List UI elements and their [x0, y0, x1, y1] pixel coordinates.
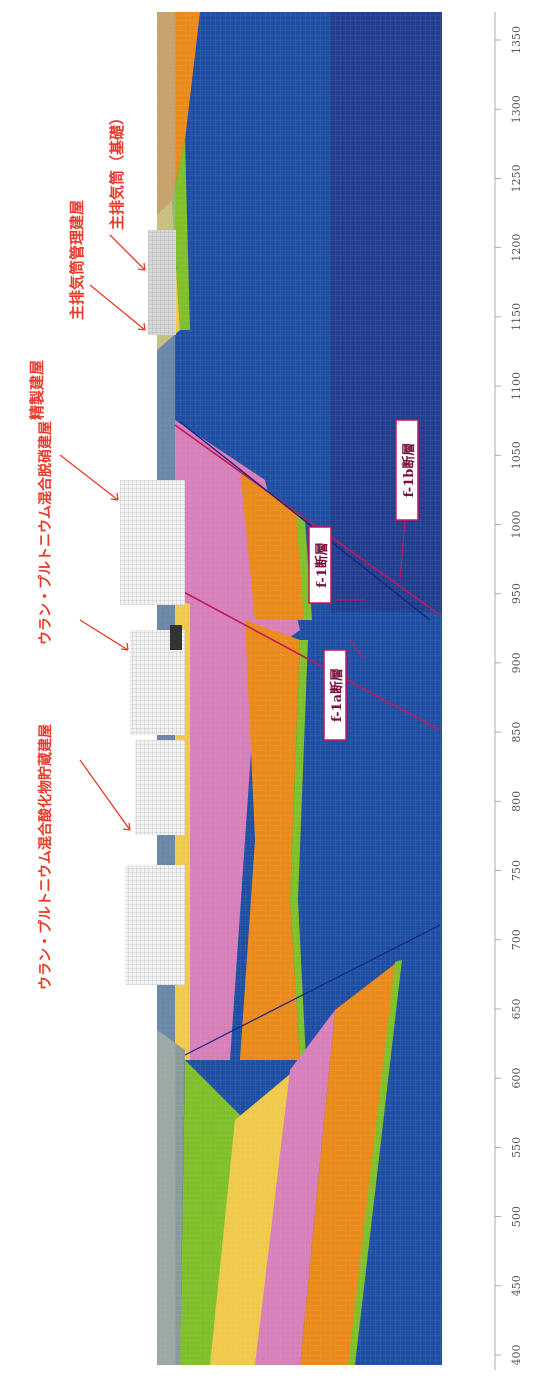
axis-tick-label: 1150 [510, 303, 523, 331]
axis-tick-label: 1000 [510, 510, 523, 538]
label-refining-building: 精製建屋 [28, 360, 46, 420]
fault-label-f1b-text: f-1b断層 [401, 443, 417, 498]
axis-tick-label: 550 [510, 1137, 523, 1158]
axis-tick-label: 1100 [510, 372, 523, 400]
axis-tick-label: 700 [510, 929, 523, 950]
axis-tick-label: 1350 [510, 26, 523, 54]
axis-tick-label: 900 [510, 652, 523, 673]
axis-tick-label: 500 [510, 1206, 523, 1227]
axis-tick-label: 450 [510, 1275, 523, 1296]
axis-tick-label: 850 [510, 722, 523, 743]
axis-tick-label: 800 [510, 791, 523, 812]
dark-structure [170, 625, 182, 650]
fault-label-arrows [335, 519, 406, 661]
building-labels: 主排気筒（基礎） 主排気筒管理建屋 精製建屋 ウラン・プルトニウム混合脱硝建屋 … [28, 110, 126, 990]
fault-line-left-wedge [184, 924, 441, 1056]
finite-element-mesh [157, 12, 442, 1365]
cross-section-panel [157, 12, 442, 1365]
axis-tick-label: 650 [510, 998, 523, 1019]
label-main-exhaust-stack-building: 主排気筒管理建屋 [68, 200, 86, 320]
axis-tick-label: 950 [510, 583, 523, 604]
label-main-exhaust-stack-base: 主排気筒（基礎） [108, 110, 126, 230]
fault-label-f1: f-1断層 [308, 526, 332, 604]
horizontal-axis: 400 450 500 550 600 650 700 750 800 850 900 950 1000… [494, 12, 523, 1370]
fault-labels: f-1b断層 f-1断層 f-1a断層 [308, 419, 419, 741]
axis-tick-label: 1200 [510, 234, 523, 262]
label-mox-storage-building: ウラン・プルトニウム混合酸化物貯蔵建屋 [37, 724, 54, 990]
fault-label-f1b: f-1b断層 [395, 419, 419, 521]
fault-label-f1a: f-1a断層 [323, 649, 347, 741]
axis-tick-label: 1050 [510, 441, 523, 469]
axis-tick-label: 1300 [510, 95, 523, 123]
axis-tick-label: 1250 [510, 164, 523, 192]
fault-line-f1a [179, 589, 441, 731]
axis-tick-label: 400 [510, 1345, 523, 1366]
fault-label-f1a-text: f-1a断層 [329, 668, 345, 722]
buildings [120, 230, 185, 985]
label-arrows [59, 234, 146, 831]
fault-label-f1-text: f-1断層 [314, 542, 330, 588]
fault-line-f1 [179, 421, 431, 621]
axis-tick-label: 750 [510, 860, 523, 881]
label-mox-denitration-building: ウラン・プルトニウム混合脱硝建屋 [37, 421, 54, 645]
axis-tick-label: 600 [510, 1068, 523, 1089]
fault-line-f1b [174, 424, 441, 616]
